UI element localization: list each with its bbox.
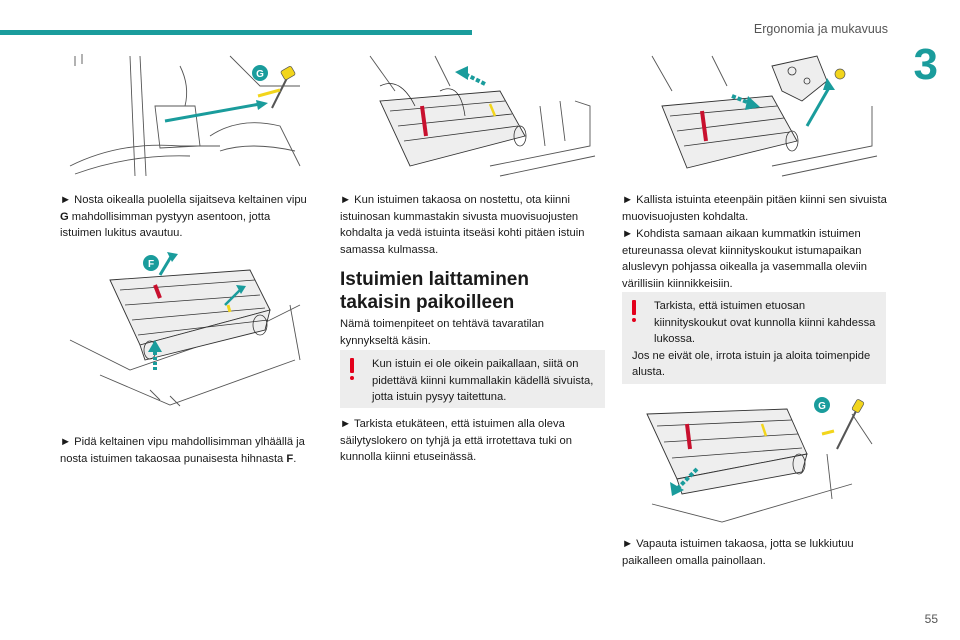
figure-seat-pull-out	[340, 46, 605, 178]
col1-para1: ► Nosta oikealla puolella sijaitseva kel…	[60, 194, 307, 239]
col1-para2: ► Pidä keltainen vipu mahdollisimman ylh…	[60, 436, 305, 465]
warning-note-text-2: Jos ne eivät ole, irrota istuin ja aloit…	[632, 349, 871, 379]
col3-para2: ► Kohdista samaan aikaan kummatkin istui…	[622, 228, 868, 290]
warning-icon	[348, 358, 356, 380]
col2-intro: Nämä toimenpiteet on tehtävä tavaratilan…	[340, 318, 544, 347]
section-heading: Istuimien laittaminen takaisin paikoille…	[340, 269, 529, 313]
warning-icon	[630, 300, 638, 322]
chapter-number: 3	[913, 40, 938, 89]
figure-label-g: G	[256, 69, 264, 80]
page-number: 55	[924, 612, 938, 626]
warning-note-text: Kun istuin ei ole oikein paikallaan, sii…	[372, 358, 594, 403]
figure-label-g-2: G	[818, 401, 826, 412]
col3-para3: ► Vapauta istuimen takaosa, jotta se luk…	[622, 538, 854, 567]
warning-note-text: Tarkista, että istuimen etuosan kiinnity…	[654, 300, 876, 345]
figure-seat-strap-f: F	[60, 250, 310, 412]
col2-para1: ► Kun istuimen takaosa on nostettu, ota …	[340, 194, 585, 256]
header-accent-bar	[0, 30, 472, 35]
figure-seat-hooks	[622, 46, 887, 178]
warning-note-col2: Kun istuin ei ole oikein paikallaan, sii…	[340, 350, 605, 408]
figure-lever-g: G	[60, 46, 310, 178]
figure-seat-release-g: G	[622, 394, 887, 526]
warning-note-col3: Tarkista, että istuimen etuosan kiinnity…	[622, 292, 886, 384]
figure-label-f: F	[148, 259, 154, 270]
col2-para2: ► Tarkista etukäteen, että istuimen alla…	[340, 418, 572, 463]
col3-para1: ► Kallista istuinta eteenpäin pitäen kii…	[622, 194, 887, 223]
section-title: Ergonomia ja mukavuus	[753, 22, 888, 36]
